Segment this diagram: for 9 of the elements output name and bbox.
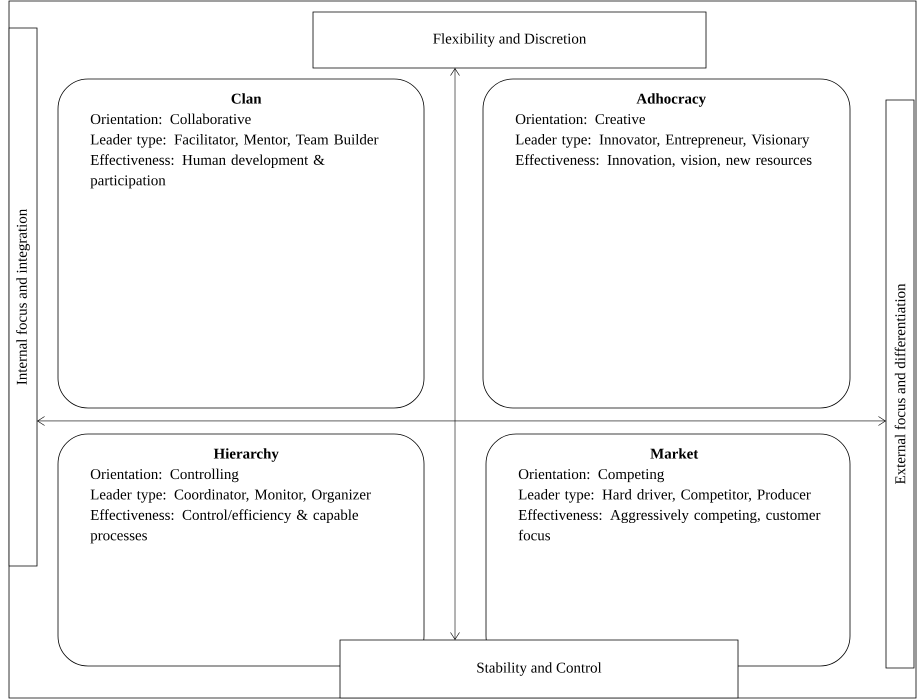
label-box: Internal focus and integration xyxy=(8,28,38,566)
axis-arrow xyxy=(37,416,886,426)
label-box: Stability and Control xyxy=(340,640,738,698)
quadrant-box: Hierarchy Orientation: Controlling Leader type: Coordinator, Monitor, Organizer Effectiveness: Control/efficiency & capable processes xyxy=(58,434,424,666)
label-box: External focus and differentiation xyxy=(886,100,914,668)
label-box: Flexibility and Discretion xyxy=(312,12,706,68)
axis-arrow xyxy=(450,68,460,640)
quadrant-box: Adhocracy Orientation: Creative Leader type: Innovator, Entrepreneur, Visionary Effectiveness: Innovation, vision, new resources xyxy=(482,78,850,408)
quadrant-box: Clan Orientation: Collaborative Leader type: Facilitator, Mentor, Team Builder Effectiveness: Human development & participation xyxy=(58,78,424,408)
